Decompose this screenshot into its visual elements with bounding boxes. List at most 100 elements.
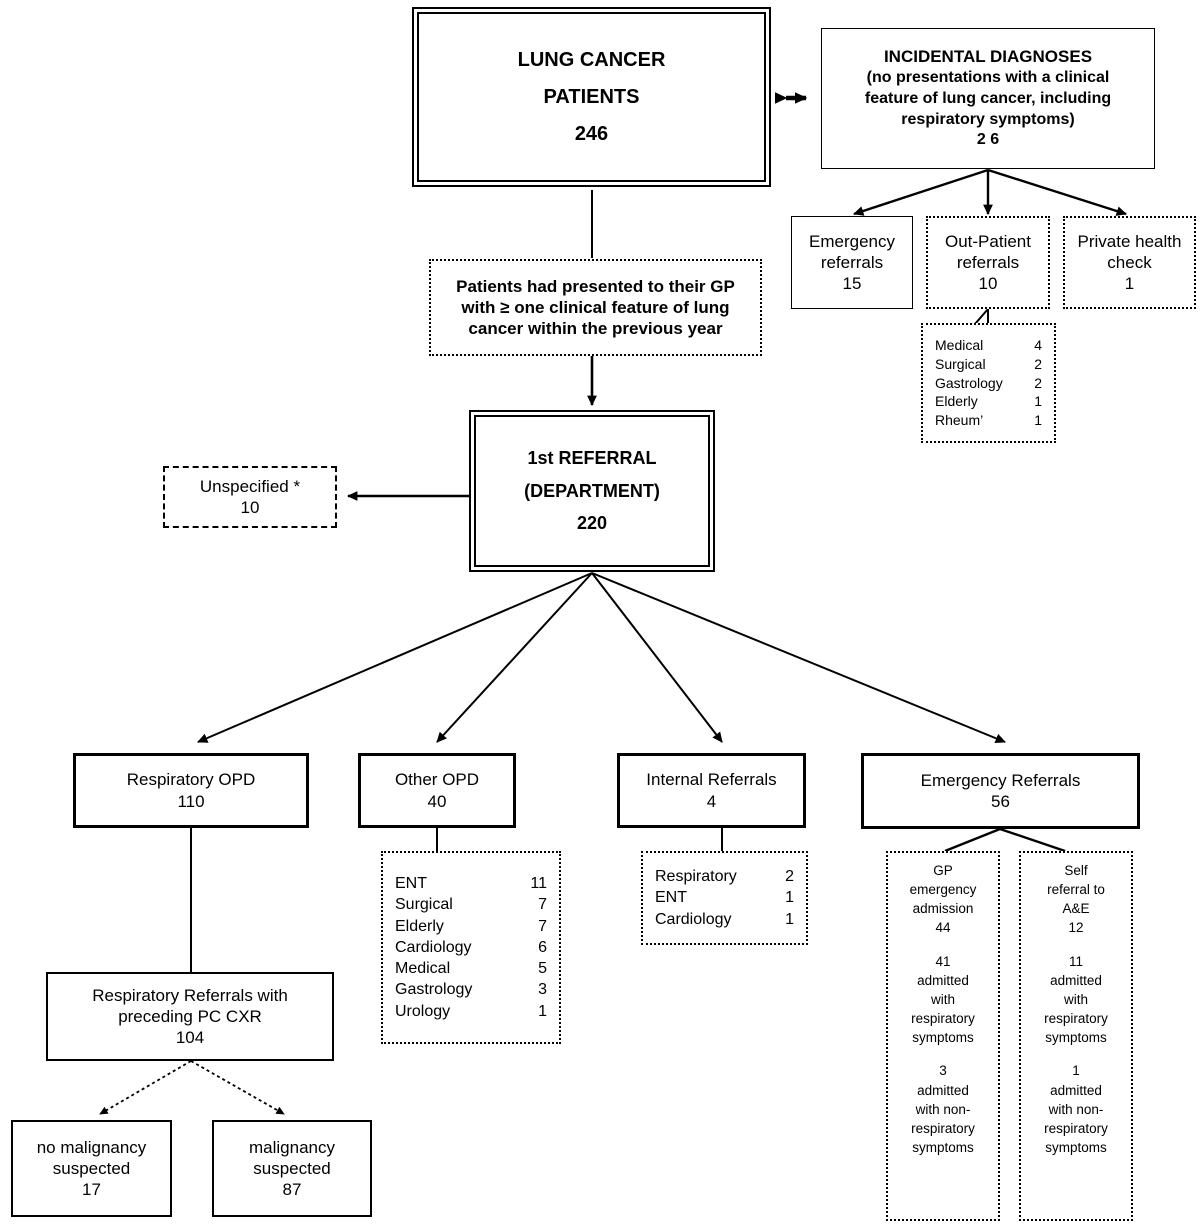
unspecified-count: 10 [240,498,260,517]
self-nonresp-l1: admitted [1050,1082,1102,1098]
outpatient-line1: Out-Patient [945,231,1031,251]
respiratory-opd-label: Respiratory OPD [126,770,256,790]
gp-presentation-line2: with ≥ one clinical feature of lung [461,297,730,317]
list-value: 7 [538,896,547,914]
list-label: Rheum’ [935,411,984,428]
lung-cancer-line1: LUNG CANCER [517,48,666,71]
gp-presentation-line3: cancer within the previous year [468,319,723,339]
self-nonresp-l3: respiratory [1044,1120,1108,1136]
node-emergency-referrals-incidental: Emergency referrals 15 [791,216,913,309]
no-malignancy-line2: suspected [52,1158,131,1178]
self-nonresp-l4: symptoms [1045,1140,1107,1156]
list-item: Rheum’ 1 [935,411,1042,430]
gp-col-count: 44 [935,920,951,936]
node-private-health-check: Private health check 1 [1063,216,1196,309]
lung-cancer-count: 246 [574,122,609,145]
gp-col-line3: admission [912,901,974,917]
private-count: 1 [1124,274,1135,294]
self-resp-l2: with [1063,991,1088,1007]
list-value: 1 [1034,393,1042,410]
private-line2: check [1107,252,1152,272]
column-self-referral-ae: Self referral to A&E 12 11 admitted with… [1019,851,1133,1221]
list-label: Medical [935,337,984,354]
emergency-top-line2: referrals [820,252,884,272]
self-resp-l3: respiratory [1044,1011,1108,1027]
self-resp-count: 11 [1068,953,1083,969]
gp-col-header: GP emergency admission 44 [910,861,977,938]
list-label: Surgical [395,896,453,914]
node-internal-referrals: Internal Referrals 4 [617,753,806,828]
emergency-referrals-count: 56 [991,792,1010,811]
node-lung-cancer-patients: LUNG CANCER PATIENTS 246 [412,7,771,187]
incidental-line2: (no presentations with a clinical [866,68,1110,86]
list-value: 4 [1034,337,1042,354]
list-label: ENT [395,875,427,893]
incidental-count: 2 6 [976,131,1000,149]
node-emergency-referrals: Emergency Referrals 56 [861,753,1140,829]
resp-cxr-line2: preceding PC CXR [118,1006,262,1026]
resp-cxr-line1: Respiratory Referrals with [92,985,288,1005]
unspecified-line1: Unspecified * [199,476,301,496]
list-value: 1 [785,910,794,928]
node-unspecified: Unspecified * 10 [163,466,337,528]
lung-cancer-line2: PATIENTS [543,85,640,108]
list-label: Cardiology [655,910,732,928]
list-value: 2 [785,868,794,886]
list-value: 2 [1034,356,1042,373]
node-first-referral: 1st REFERRAL (DEPARTMENT) 220 [469,410,715,572]
gp-presentation-line1: Patients had presented to their GP [456,276,735,296]
list-value: 7 [538,917,547,935]
first-referral-count: 220 [576,513,608,534]
self-col-nonresp-group: 1 admitted with non- respiratory symptom… [1044,1061,1108,1157]
list-label: Elderly [395,917,444,935]
list-label: ENT [655,889,687,907]
node-other-opd: Other OPD 40 [358,753,516,828]
emergency-top-line1: Emergency [809,231,895,251]
list-value: 1 [1034,411,1042,428]
resp-cxr-count: 104 [175,1028,205,1048]
outpatient-count: 10 [978,274,998,294]
list-item: Medical 4 [935,336,1042,355]
no-malignancy-line1: no malignancy [36,1137,147,1157]
gp-resp-count: 41 [935,953,951,969]
gp-nonresp-l2: with non- [915,1101,971,1117]
gp-nonresp-l3: respiratory [911,1120,975,1136]
list-value: 3 [538,981,547,999]
list-label: Cardiology [395,938,472,956]
self-col-header: Self referral to A&E 12 [1047,861,1105,938]
emergency-referrals-label: Emergency Referrals [920,770,1081,790]
outpatient-line2: referrals [956,252,1020,272]
gp-nonresp-l4: symptoms [912,1140,974,1156]
node-outpatient-referrals: Out-Patient referrals 10 [926,216,1050,309]
list-label: Medical [395,960,451,978]
list-value: 2 [1034,374,1042,391]
gp-col-resp-group: 41 admitted with respiratory symptoms [911,952,975,1048]
first-referral-line1: 1st REFERRAL [527,448,657,469]
list-item: Elderly 7 [395,916,547,937]
node-malignancy-suspected: malignancy suspected 87 [212,1120,372,1217]
gp-resp-l2: with [930,991,955,1007]
list-item: Cardiology 1 [655,909,794,930]
self-col-count: 12 [1068,920,1084,936]
self-col-line2: referral to [1047,882,1105,898]
list-label: Gastrology [935,374,1003,391]
no-malignancy-count: 17 [82,1180,101,1200]
node-respiratory-opd: Respiratory OPD 110 [73,753,309,828]
internal-referrals-label: Internal Referrals [646,770,777,790]
self-col-line3: A&E [1062,901,1090,917]
gp-resp-l1: admitted [917,972,969,988]
list-value: 11 [530,875,547,893]
incidental-line3: feature of lung cancer, including [864,89,1112,107]
